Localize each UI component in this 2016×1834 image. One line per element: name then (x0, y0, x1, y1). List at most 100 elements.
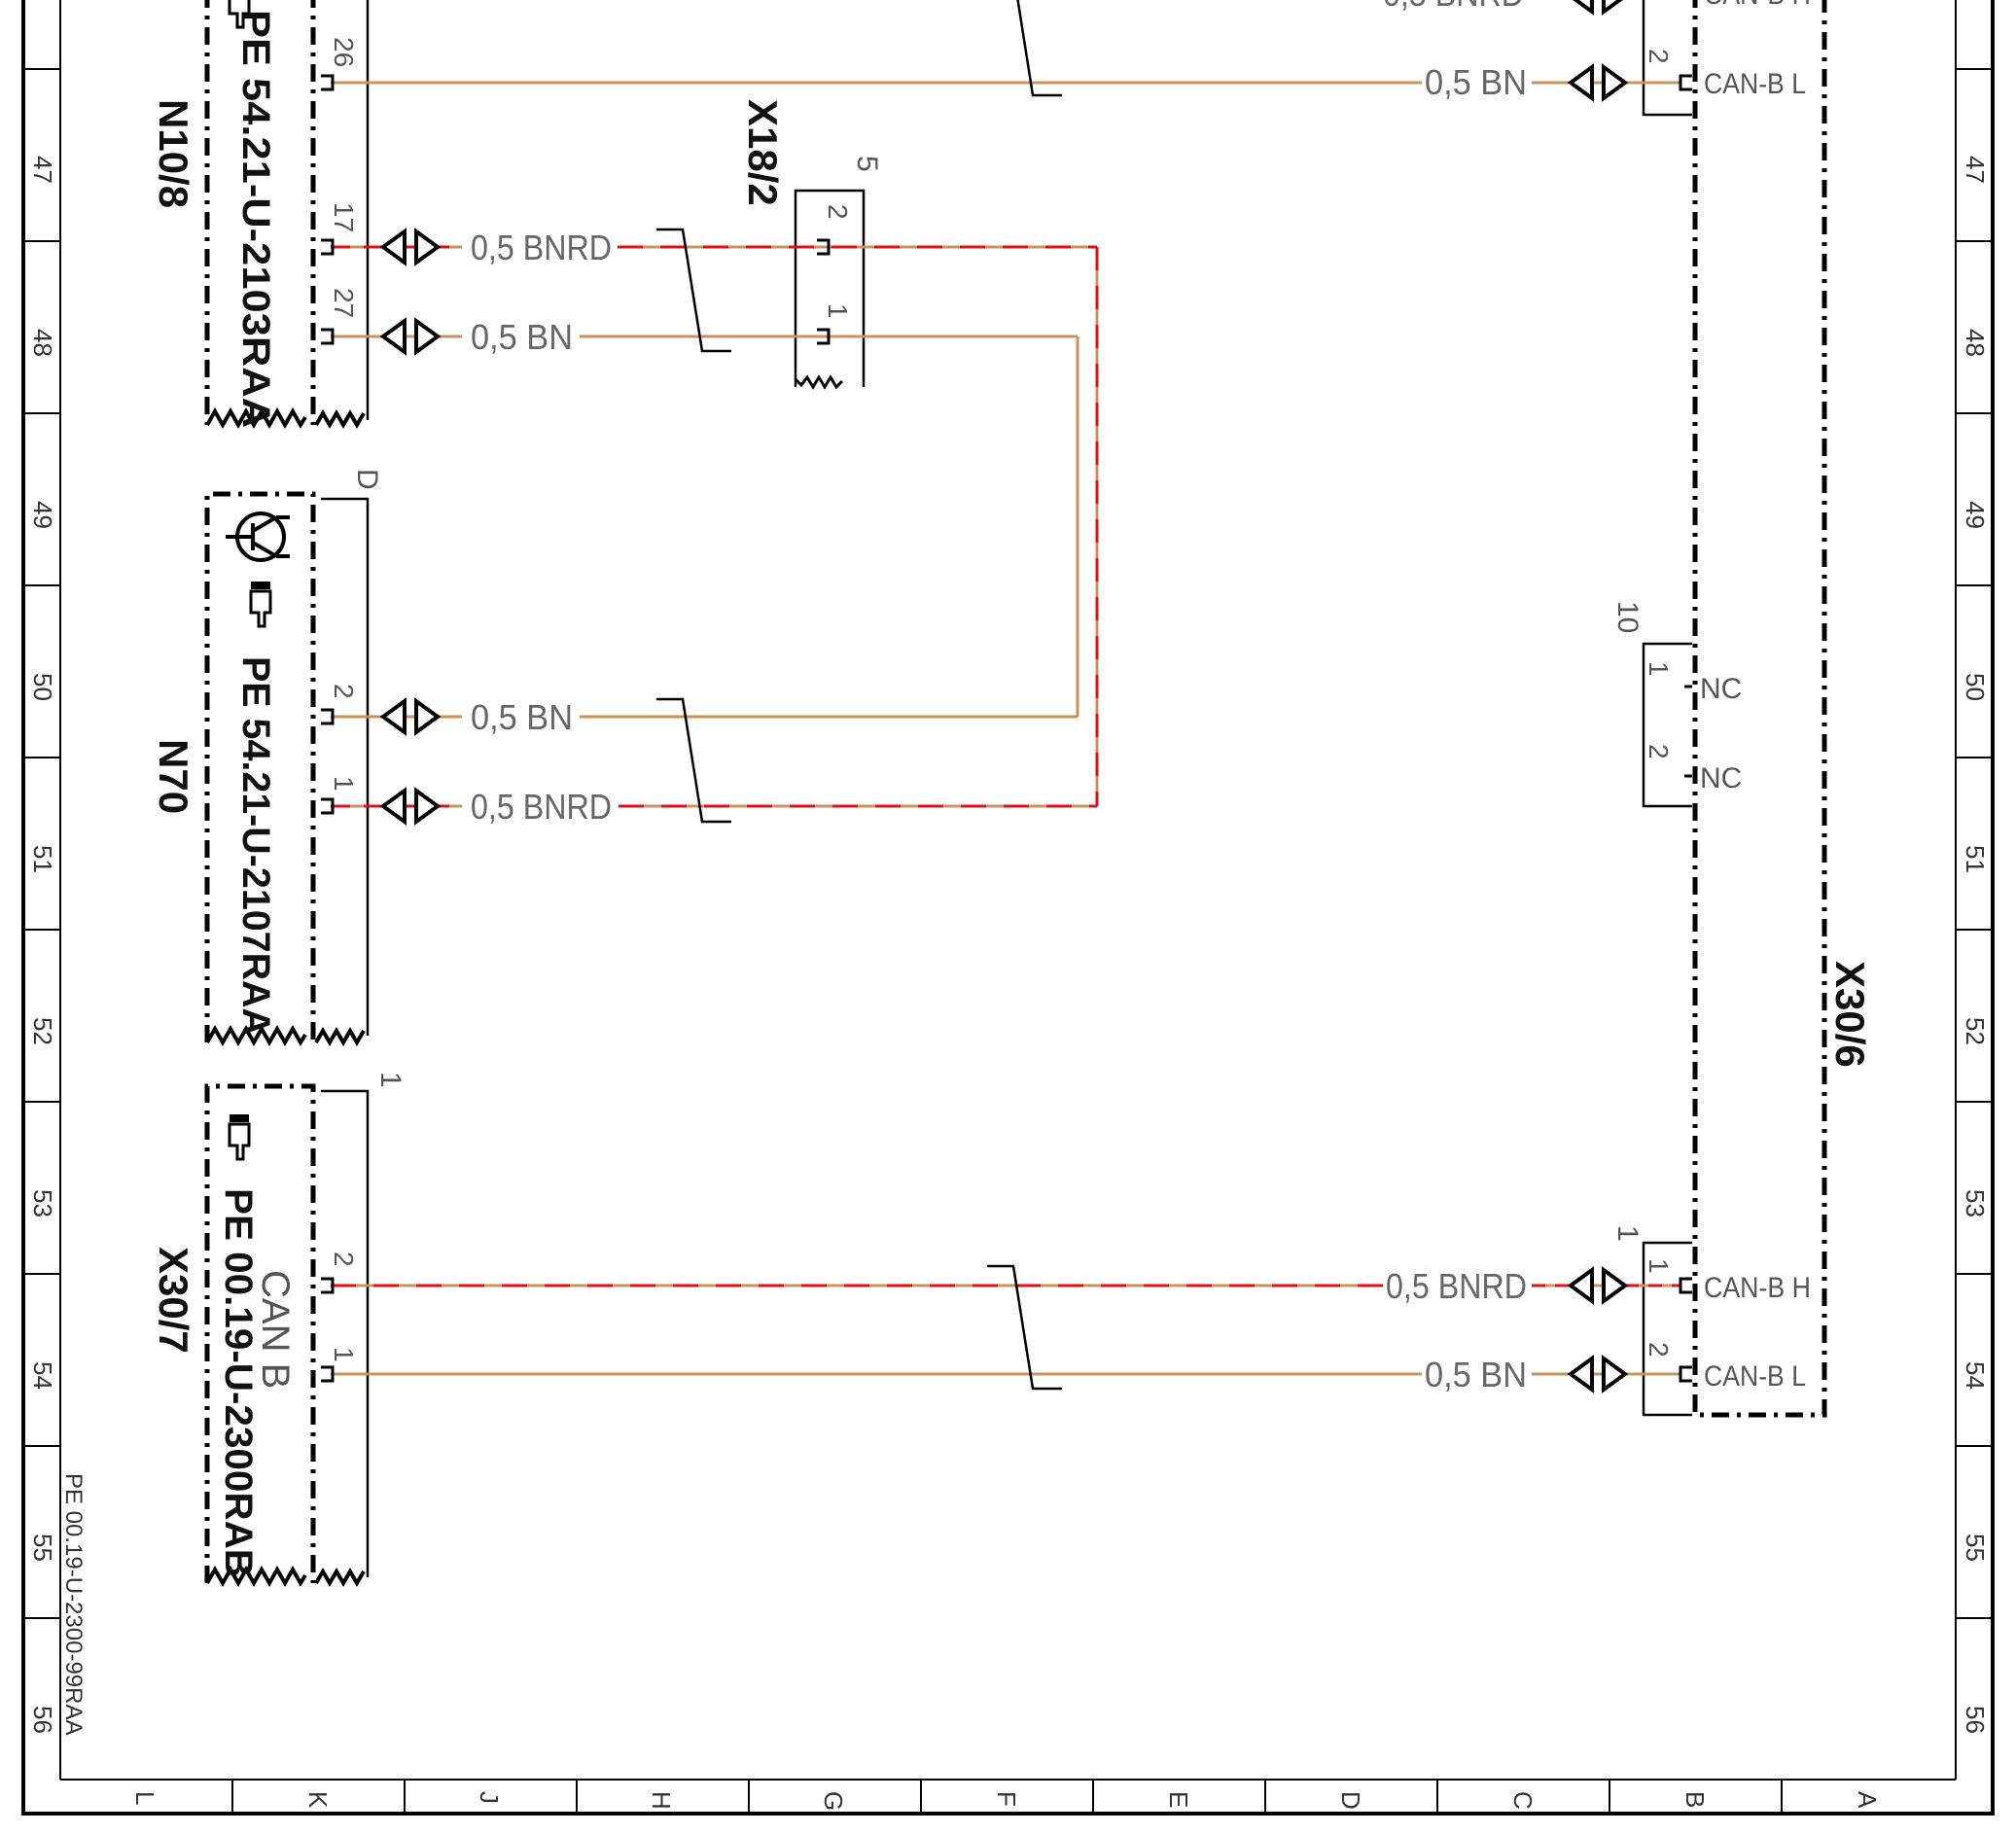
row-number: 52 (1961, 1017, 1990, 1045)
row-number: 52 (28, 1017, 57, 1045)
pin-numbers: 26 17 27 2 1 2 1 2 1 2 1 2 1 2 (329, 37, 1674, 1362)
n70-designation: N70 (151, 739, 196, 814)
plug-symbol (1567, 1266, 1629, 1305)
break-marks (205, 406, 366, 1588)
sheet-frame (21, 0, 1995, 1816)
pointing-hand-icon (249, 582, 272, 628)
n70-connector-bracket (321, 497, 370, 1036)
x30-7-connector-bracket (321, 1089, 370, 1577)
twisted-pair-markers (656, 0, 1062, 1391)
row-number: 56 (28, 1706, 57, 1734)
signal-label: CAN-B L (1704, 1360, 1806, 1393)
signal-label: NC (1700, 673, 1742, 705)
pin-number: 2 (823, 204, 853, 220)
wire-label: 0,5 BN (471, 317, 573, 357)
connector-tag: 5 (851, 156, 883, 172)
row-number: 56 (1961, 1706, 1990, 1734)
x30-7-ref: PE 00.19-U-2300RAB (217, 1188, 260, 1577)
column-letter: E (1164, 1791, 1193, 1808)
connector-tag: 1 (1611, 1225, 1644, 1242)
column-letter: C (1508, 1791, 1538, 1810)
connector-tag: 10 (1611, 601, 1644, 633)
row-number: 47 (1961, 156, 1990, 184)
connector-tags: D 1 5 10 1 (351, 156, 1644, 1242)
x18-2-break (794, 374, 844, 390)
pin-number: 17 (329, 202, 359, 232)
n70-outline (204, 491, 316, 1042)
column-letter: A (1853, 1791, 1882, 1809)
pin-number: 1 (823, 303, 853, 319)
plug-symbol (1567, 63, 1629, 102)
column-letter: K (303, 1791, 333, 1809)
signal-labels: CAN-B H CAN-B L NC NC CAN-B H CAN-B L (1700, 0, 1811, 1393)
signal-label: CAN-B H (1704, 1272, 1811, 1304)
pin-number: 27 (329, 288, 359, 318)
wire-label: 0,5 BNRD (1386, 1266, 1527, 1306)
column-letter: B (1680, 1791, 1710, 1808)
pin-number: 2 (329, 1252, 359, 1267)
transistor-icon (226, 511, 290, 562)
pin-number: 2 (329, 684, 359, 699)
row-number: 50 (28, 673, 57, 701)
n10-8-connector-bracket (366, 0, 370, 420)
pin-number: 1 (1644, 661, 1674, 677)
plug-symbol (379, 697, 442, 736)
component-designations: N10/8 N70 X30/7 X18/2 X30/6 (151, 99, 1873, 1354)
row-number: 50 (1961, 673, 1990, 701)
n10-8-ref: PE 54.21-U-2103RAA (234, 10, 277, 428)
pin-number: 2 (1644, 49, 1674, 64)
column-letter: H (647, 1791, 676, 1810)
x30-7-designation: X30/7 (151, 1247, 196, 1354)
plug-symbol-top (1573, 0, 1623, 16)
column-letter: D (1336, 1791, 1365, 1810)
wires (331, 81, 1680, 1376)
column-letter: G (819, 1791, 848, 1811)
row-grid-lines (23, 68, 1993, 1619)
row-number: 47 (28, 156, 57, 184)
pointing-hand-icon (228, 1114, 251, 1161)
x30-6-connector-c (1642, 1241, 1692, 1417)
signal-label: CAN-B H (1704, 0, 1811, 11)
pin-number: 1 (329, 1347, 359, 1362)
pin-number: 1 (329, 776, 359, 792)
wire-label: 0,5 BNRD (471, 228, 612, 267)
column-letter: F (992, 1791, 1021, 1807)
row-number: 49 (1961, 501, 1990, 529)
connector-tag: D (351, 469, 383, 490)
signal-label: NC (1700, 762, 1742, 794)
component-outlines (204, 0, 1827, 1583)
row-number: 48 (1961, 329, 1990, 357)
pin-number: 2 (1644, 1342, 1674, 1358)
row-numbers-right: 47 48 49 50 51 52 53 54 55 56 (1961, 156, 1990, 1734)
pin-number: 1 (1644, 1258, 1674, 1274)
x30-6-connector-b (1642, 642, 1692, 808)
column-letters: L K J H G F E D C B A (130, 1791, 1882, 1811)
pin-number: 26 (329, 37, 359, 67)
pin-terminals (321, 74, 1692, 1383)
row-number: 54 (28, 1361, 57, 1390)
pin-number: 2 (1644, 744, 1674, 759)
plug-symbol (1567, 1355, 1629, 1393)
row-number: 48 (28, 329, 57, 357)
pointing-hand-icon (228, 0, 251, 29)
plug-connectors (379, 0, 1629, 1393)
connector-tag: 1 (374, 1072, 407, 1088)
plug-symbol (379, 228, 442, 266)
row-number: 54 (1961, 1361, 1990, 1390)
wire-label: 0,5 BNRD (471, 787, 612, 827)
x18-2-connector-bracket (794, 189, 866, 387)
row-number: 53 (1961, 1189, 1990, 1217)
column-letter: L (130, 1791, 159, 1805)
row-number: 51 (28, 845, 57, 873)
x30-6-connector-a (1642, 0, 1692, 117)
wire-label: 0,5 BNRD (1383, 0, 1524, 14)
component-refs: PE 54.21-U-2103RAA PE 54.21-U-2107RAA PE… (217, 10, 277, 1577)
n70-ref: PE 54.21-U-2107RAA (234, 656, 277, 1036)
n10-8-designation: N10/8 (151, 99, 196, 208)
row-number: 51 (1961, 845, 1990, 873)
row-number: 53 (28, 1189, 57, 1217)
row-number: 55 (28, 1534, 57, 1562)
plug-symbol (379, 787, 442, 826)
row-number: 55 (1961, 1534, 1990, 1562)
